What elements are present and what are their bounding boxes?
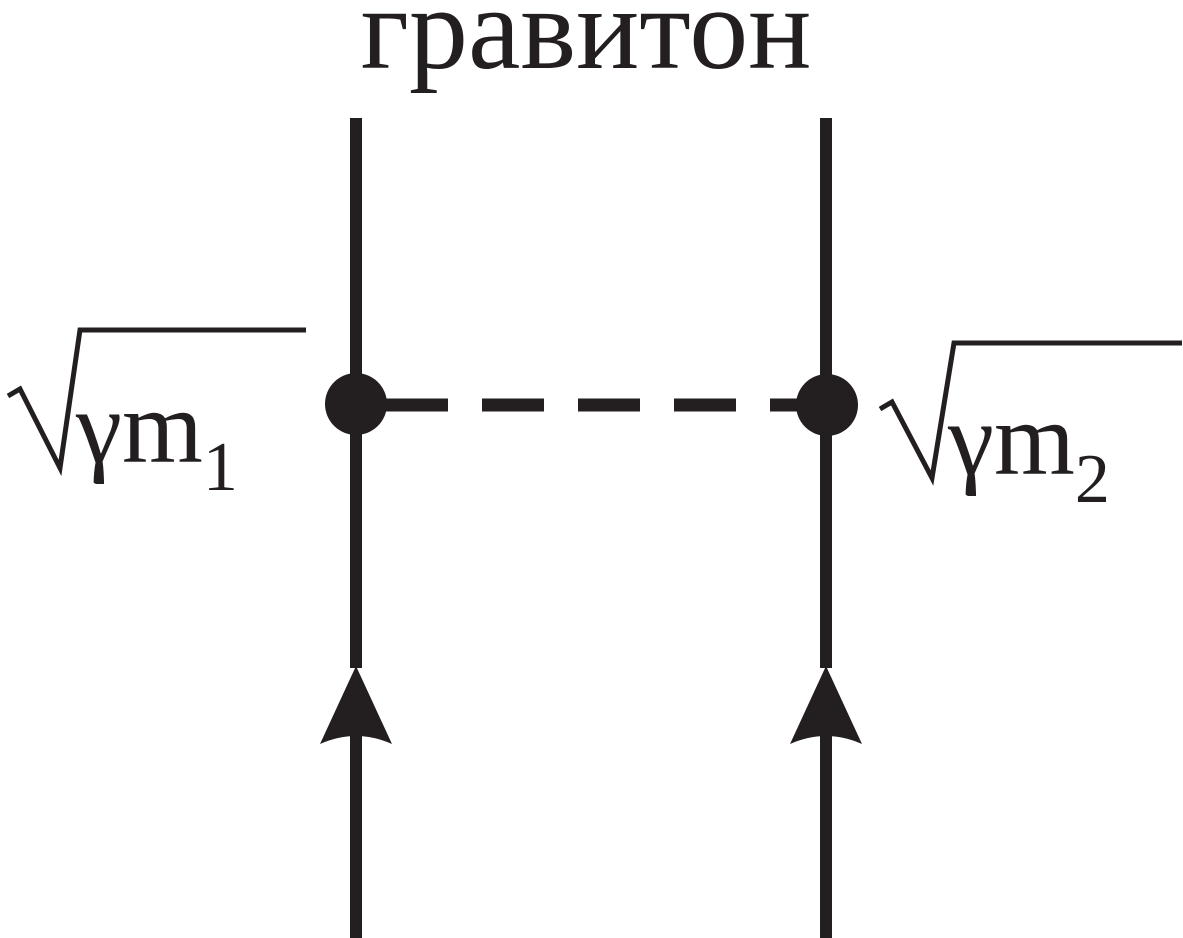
right-coupling-subscript: 2: [1075, 441, 1110, 518]
left-arrow-icon: [320, 666, 392, 744]
svg-text:γm1: γm1: [75, 370, 238, 506]
right-vertex: [796, 374, 858, 436]
left-vertex: [325, 373, 387, 435]
right-arrow-icon: [790, 666, 862, 744]
right-particle-line: [790, 118, 862, 938]
left-coupling-subscript: 1: [203, 429, 238, 506]
svg-text:γm2: γm2: [947, 382, 1110, 518]
right-coupling-label: γm2: [878, 340, 1182, 518]
right-radical-icon: [878, 340, 1182, 486]
left-radical-icon: [6, 327, 306, 477]
right-coupling-symbol: γm: [947, 382, 1075, 497]
left-coupling-label: γm1: [6, 327, 306, 506]
graviton-label: гравитон: [361, 0, 812, 94]
left-coupling-symbol: γm: [75, 370, 203, 485]
left-particle-line: [320, 118, 392, 938]
